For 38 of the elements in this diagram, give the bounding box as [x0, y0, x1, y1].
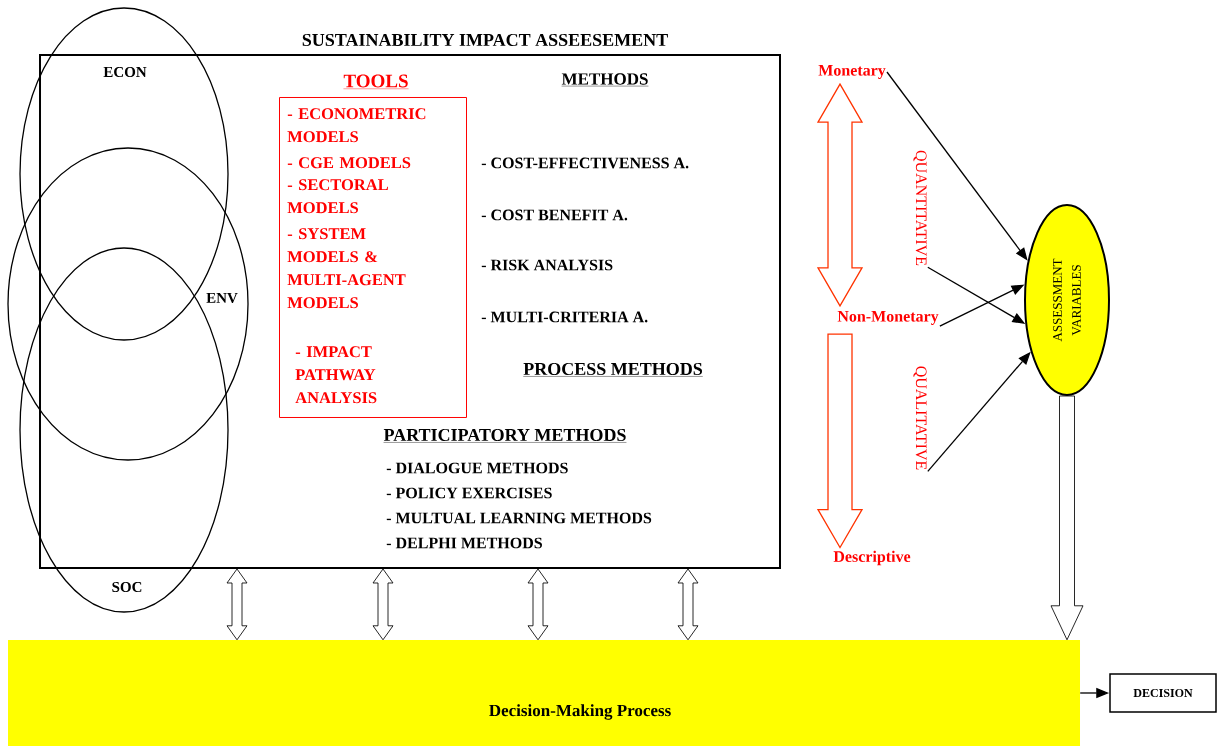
section-heading: PROCESS METHODS [523, 362, 703, 377]
block-arrow [677, 568, 699, 641]
venn-label: ECON [103, 66, 147, 78]
venn-label: ENV [206, 293, 238, 303]
section-heading: METHODS [561, 73, 649, 87]
section-heading: PARTICIPATORY METHODS [383, 428, 627, 443]
tool-item: - CGE MODELS [287, 157, 411, 169]
scale-label: QUANTITATIVE [913, 150, 927, 266]
tool-item: - ECONOMETRIC MODELS [287, 108, 426, 143]
oval-node: ASSESSMENT VARIABLES [1024, 204, 1110, 396]
block-arrow [527, 568, 549, 641]
method-item: - RISK ANALYSIS [481, 259, 613, 271]
scale-label: Descriptive [833, 550, 911, 566]
tool-item: - SYSTEM MODELS & MULTI-AGENT MODELS [287, 228, 406, 309]
method-item: - POLICY EXERCISES [386, 487, 552, 499]
method-item: - DELPHI METHODS [386, 537, 542, 549]
method-item: - MULTUAL LEARNING METHODS [386, 512, 652, 524]
tools-box [279, 97, 467, 418]
tools-heading: TOOLS [343, 74, 409, 89]
venn-label: SOC [112, 581, 142, 593]
tool-item: - IMPACT PATHWAY ANALYSIS [295, 346, 377, 404]
block-arrow [1050, 395, 1084, 641]
venn-ellipse [7, 147, 249, 461]
block-arrow [372, 568, 394, 641]
decision-box: DECISION [1109, 673, 1217, 713]
scale-label: Non-Monetary [837, 311, 939, 325]
frame-title: SUSTAINABILITY IMPACT ASSEESEMENT [302, 33, 668, 47]
scale-label: QUALITATIVE [913, 366, 927, 470]
tool-item: - SECTORAL MODELS [287, 179, 388, 214]
method-item: - COST BENEFIT A. [481, 209, 628, 221]
method-item: - DIALOGUE METHODS [386, 462, 568, 474]
block-arrow [816, 333, 864, 549]
assessment-frame [39, 54, 781, 569]
method-item: - MULTI-CRITERIA A. [481, 311, 648, 323]
block-arrow [226, 568, 248, 641]
scale-label: Monetary [818, 65, 886, 79]
method-item: - COST-EFFECTIVENESS A. [481, 157, 689, 169]
process-band: Decision-Making Process [8, 640, 1080, 746]
